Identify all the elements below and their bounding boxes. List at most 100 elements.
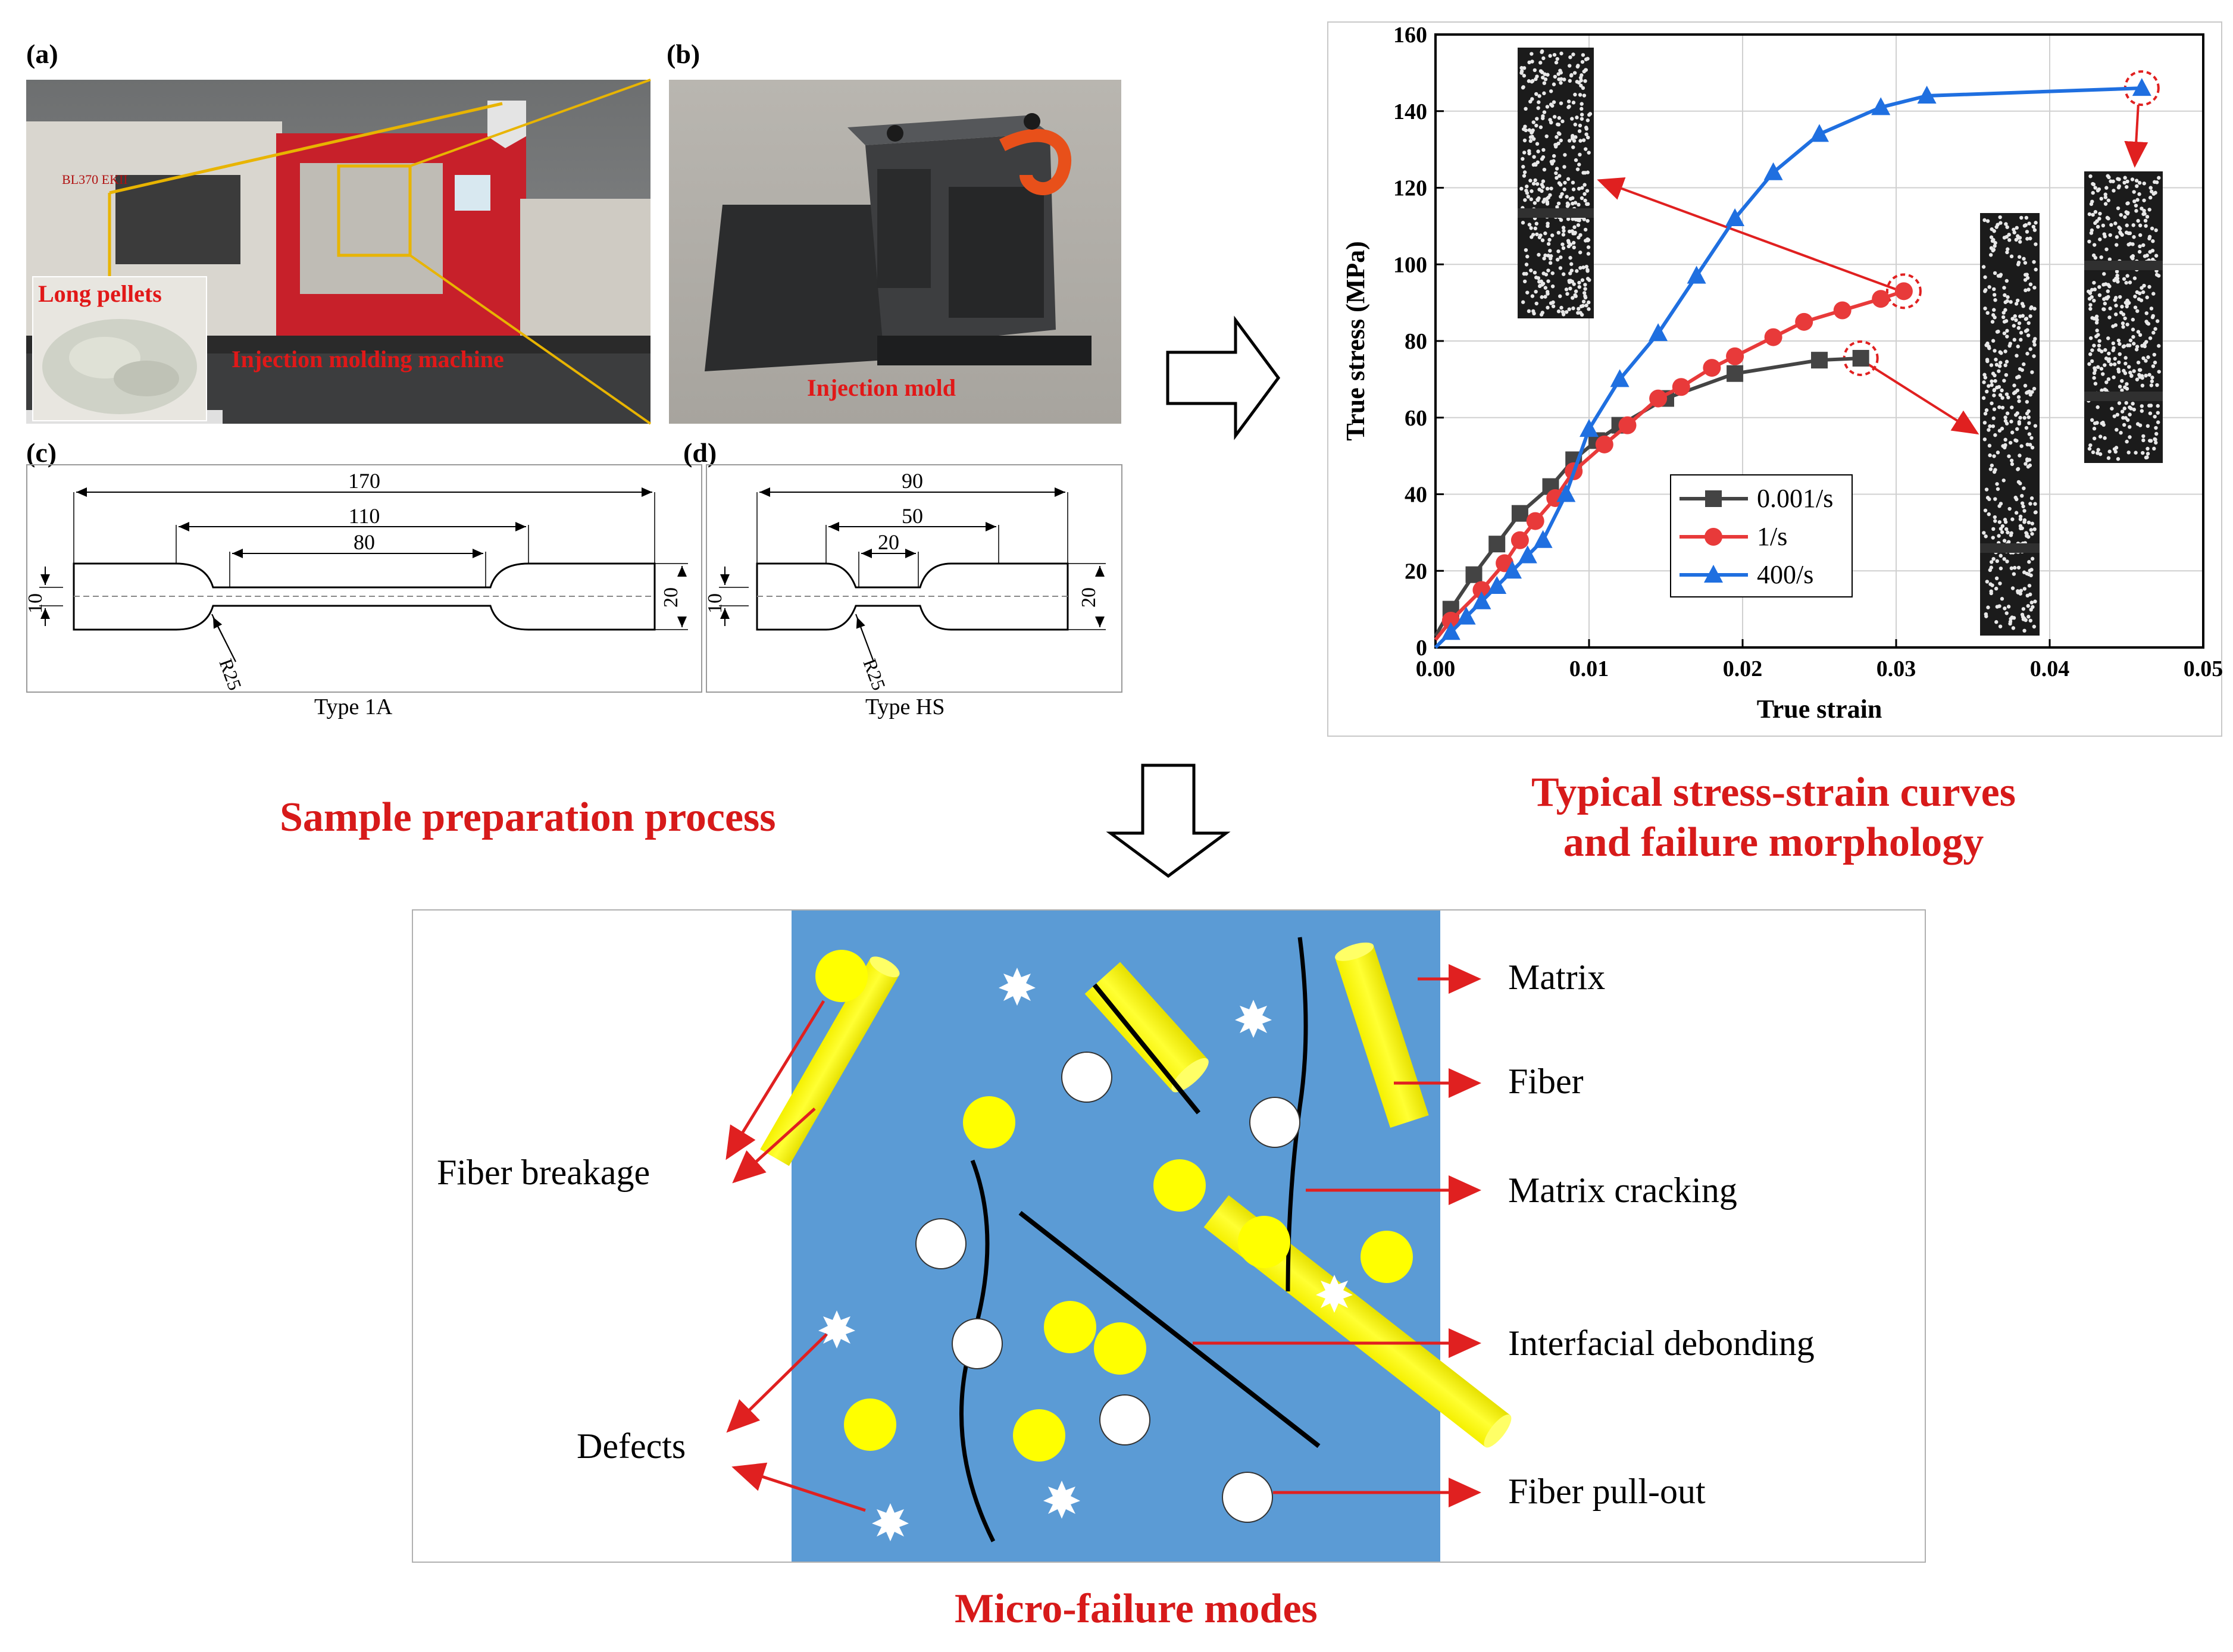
specimen-0001s-speckle (2004, 222, 2008, 226)
specimen-400s-speckle (2136, 218, 2140, 223)
y-tick-label: 80 (1405, 329, 1427, 354)
specimen-0001s-speckle (2002, 539, 2007, 543)
specimen-1s-speckle (1535, 232, 1539, 236)
specimen-0001s-speckle (2030, 390, 2034, 394)
panel-label-d: (d) (683, 437, 717, 468)
specimen-1s-speckle (1559, 51, 1563, 56)
specimen-0001s-speckle (1989, 565, 1993, 570)
specimen-1s-speckle (1545, 202, 1550, 206)
specimen-400s-speckle (2116, 338, 2121, 343)
specimen-400s-speckle (2138, 233, 2143, 237)
specimen-0001s-speckle (1991, 556, 1996, 561)
specimen-0001s-speckle (1989, 560, 1994, 564)
specimen-400s-speckle (2138, 333, 2143, 337)
specimen-0001s-speckle (1991, 424, 1996, 428)
specimen-0001s-speckle (2012, 337, 2016, 342)
specimen-400s-speckle (2133, 295, 2137, 299)
specimen-0001s-speckle (2010, 462, 2015, 467)
injection-machine-photo: BL370 EKII Long pellets Injection moldin… (26, 79, 652, 425)
specimen-0001s-speckle (2007, 454, 2011, 458)
specimen-1s-speckle (1534, 77, 1538, 82)
specimen-1s-speckle (1571, 187, 1576, 192)
panel-label-a: (a) (26, 39, 58, 69)
specimen-1s-speckle (1527, 60, 1531, 65)
specimen-1s-speckle (1543, 231, 1547, 236)
specimen-0001s-speckle (2007, 343, 2012, 348)
specimen-1s-speckle (1553, 145, 1558, 149)
specimen-1s-speckle (1563, 153, 1567, 157)
specimen-0001s-speckle (2027, 421, 2031, 425)
specimen-1s-speckle (1571, 101, 1576, 105)
specimen-400s-speckle (2125, 211, 2130, 216)
specimen-1s-speckle (1571, 135, 1575, 139)
y-tick-label: 160 (1393, 23, 1427, 48)
specimen-0001s-speckle (2015, 376, 2019, 380)
specimen-1s-speckle (1543, 253, 1547, 258)
specimen-0001s-speckle (1996, 487, 2000, 491)
specimen-1s-speckle (1578, 311, 1583, 315)
specimen-400s-speckle (2121, 325, 2125, 329)
specimen-400s-speckle (2138, 368, 2143, 372)
specimen-400s-speckle (2128, 412, 2132, 417)
specimen-1s-speckle (1575, 64, 1580, 69)
specimen-400s-speckle (2118, 227, 2122, 231)
specimen-0001s-speckle (1992, 388, 1997, 392)
specimen-0001s-speckle (1993, 468, 1997, 472)
specimen-0001s-speckle (1994, 225, 1999, 229)
specimen-1s-speckle (1524, 248, 1528, 252)
type-1a-drawing: 170 110 80 10 20 R25 (24, 464, 702, 693)
specimen-400s-speckle (2148, 195, 2153, 200)
specimen-400s-speckle (2136, 330, 2141, 334)
specimen-0001s-speckle (2017, 255, 2022, 259)
specimen-0001s-speckle (2010, 517, 2015, 521)
x-axis-label: True strain (1757, 694, 1882, 724)
specimen-1s-speckle (1572, 71, 1577, 75)
specimen-400s-speckle (2118, 231, 2123, 236)
specimen-0001s-speckle (1991, 371, 1996, 376)
specimen-400s-speckle (2090, 348, 2094, 352)
specimen-0001s-speckle (2009, 254, 2014, 259)
specimen-0001s-speckle (1999, 361, 2003, 365)
specimen-400s-speckle (2155, 383, 2159, 387)
specimen-1s-speckle (1531, 182, 1536, 186)
specimen-1s-speckle (1581, 265, 1585, 270)
specimen-1s-speckle (1578, 250, 1583, 255)
specimen-400s-speckle (2141, 290, 2146, 295)
specimen-400s-speckle (2123, 356, 2128, 360)
specimen-400s-speckle (2097, 293, 2102, 298)
specimen-1s-speckle (1534, 301, 1538, 306)
marker-circle (1441, 611, 1460, 630)
specimen-1s-speckle (1576, 218, 1580, 222)
specimen-400s-speckle (2128, 231, 2132, 236)
specimen-1s-speckle (1568, 64, 1572, 68)
specimen-400s-speckle (2129, 406, 2133, 411)
specimen-1s-speckle (1585, 189, 1590, 193)
specimen-1s-speckle (1565, 195, 1569, 199)
specimen-400s-speckle (2131, 242, 2135, 246)
specimen-0001s-speckle (2004, 421, 2009, 425)
specimen-400s-speckle (2125, 223, 2129, 227)
specimen-0001s-speckle (1999, 351, 2003, 355)
specimen-400s-speckle (2157, 344, 2161, 348)
marker-circle (1872, 290, 1890, 308)
specimen-1s-speckle (1525, 184, 1529, 189)
specimen-0001s-speckle (2025, 400, 2029, 404)
specimen-0001s-speckle (2024, 215, 2029, 220)
specimen-1s-speckle (1552, 52, 1557, 57)
specimen-400s-speckle (2112, 447, 2117, 451)
specimen-400s-speckle (2122, 423, 2126, 427)
specimen-400s-speckle (2135, 309, 2140, 313)
specimen-400s-speckle (2136, 360, 2141, 365)
specimen-400s-speckle (2103, 195, 2108, 199)
specimen-1s-speckle (1580, 107, 1584, 111)
specimen-0001s-speckle (2017, 399, 2021, 403)
specimen-1s-speckle (1546, 279, 1550, 283)
specimen-1s-speckle (1550, 104, 1555, 108)
specimen-0001s-speckle (2000, 597, 2004, 601)
specimen-1s-speckle (1542, 110, 1547, 114)
dim-90: 90 (902, 469, 923, 493)
specimen-400s-speckle (2143, 218, 2148, 223)
label-defects: Defects (577, 1426, 686, 1466)
specimen-400s-speckle (2153, 360, 2157, 365)
specimen-1s-speckle (1587, 151, 1591, 155)
